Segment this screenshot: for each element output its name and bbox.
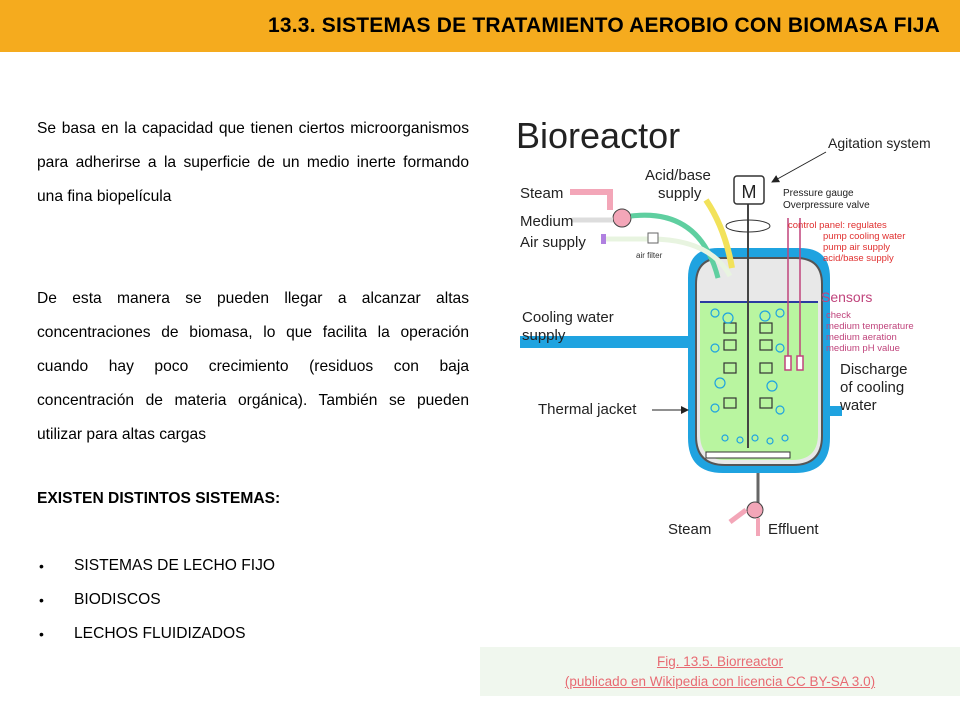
sensors-label: Sensors <box>821 289 872 305</box>
list-item-label: LECHOS FLUIDIZADOS <box>74 625 246 642</box>
discharge-label-2: of cooling <box>840 379 904 396</box>
steam-bottom-label: Steam <box>668 521 711 538</box>
discharge-label-1: Discharge <box>840 361 908 378</box>
list-item: • BIODISCOS <box>37 583 275 617</box>
medium-feed-line <box>630 212 721 279</box>
systems-heading: EXISTEN DISTINTOS SISTEMAS: <box>37 490 281 507</box>
air-bubbles <box>710 308 789 445</box>
air-inlet-icon <box>601 234 606 244</box>
caption-link-title[interactable]: Fig. 13.5. Biorreactor <box>656 654 784 669</box>
list-item-label: SISTEMAS DE LECHO FIJO <box>74 557 276 574</box>
sensor-probes <box>784 218 804 371</box>
bullet-icon: • <box>39 626 44 642</box>
bioreactor-figure: Bioreactor <box>510 108 950 548</box>
pressure-gauge-label: Pressure gauge <box>783 188 854 199</box>
cooling-label-1: Cooling water <box>522 309 614 326</box>
bullet-icon: • <box>39 592 44 608</box>
thermal-jacket-label: Thermal jacket <box>538 401 637 418</box>
overpressure-label: Overpressure valve <box>783 200 870 211</box>
steam-label: Steam <box>520 185 563 202</box>
air-filter-icon <box>647 232 659 244</box>
medium-pump-icon <box>612 208 632 228</box>
control-line-1: pump cooling water <box>823 231 905 242</box>
air-supply-label: Air supply <box>520 234 586 251</box>
list-item-label: BIODISCOS <box>74 591 161 608</box>
air-filter-label: air filter <box>636 251 663 260</box>
control-line-2: pump air supply <box>823 242 890 253</box>
cooling-inlet-pipe <box>520 336 690 348</box>
acid-base-line <box>703 198 735 269</box>
acid-base-label-1: Acid/base <box>645 167 711 184</box>
drain-valve-icon <box>746 501 764 519</box>
check-label: check <box>826 310 851 321</box>
steam-pipe-top <box>570 189 613 210</box>
title-bar: 13.3. SISTEMAS DE TRATAMIENTO AEROBIO CO… <box>0 0 960 52</box>
detail-paragraph: De esta manera se pueden llegar a alcanz… <box>37 290 469 443</box>
sparger <box>705 451 791 459</box>
check-line-2: medium aeration <box>826 332 897 343</box>
steam-pipe-bottom <box>728 508 748 524</box>
effluent-label: Effluent <box>768 521 819 538</box>
medium-label: Medium <box>520 213 573 230</box>
motor-icon <box>733 175 765 205</box>
systems-list: • SISTEMAS DE LECHO FIJO • BIODISCOS • LECH… <box>37 549 275 651</box>
check-line-1: medium temperature <box>826 321 914 332</box>
list-item: • LECHOS FLUIDIZADOS <box>37 617 275 651</box>
bullet-icon: • <box>39 558 44 574</box>
check-line-3: medium pH value <box>826 343 900 354</box>
control-panel-label: control panel: regulates <box>788 220 887 231</box>
list-item: • SISTEMAS DE LECHO FIJO <box>37 549 275 583</box>
bioreactor-diagram: Bioreactor <box>516 115 931 538</box>
cooling-label-2: supply <box>522 327 566 344</box>
page-title: 13.3. SISTEMAS DE TRATAMIENTO AEROBIO CO… <box>268 14 940 37</box>
diagram-title: Bioreactor <box>516 115 680 156</box>
figure-caption: Fig. 13.5. Biorreactor (publicado en Wik… <box>480 647 960 696</box>
motor-label: M <box>742 182 757 202</box>
caption-link-license[interactable]: (publicado en Wikipedia con licencia CC … <box>564 674 876 689</box>
rotation-icon <box>725 219 771 233</box>
intro-paragraph: Se basa en la capacidad que tienen ciert… <box>37 120 469 205</box>
control-line-3: acid/base supply <box>823 253 894 264</box>
agitation-label: Agitation system <box>828 135 931 151</box>
acid-base-label-2: supply <box>658 185 702 202</box>
discharge-label-3: water <box>839 397 877 414</box>
